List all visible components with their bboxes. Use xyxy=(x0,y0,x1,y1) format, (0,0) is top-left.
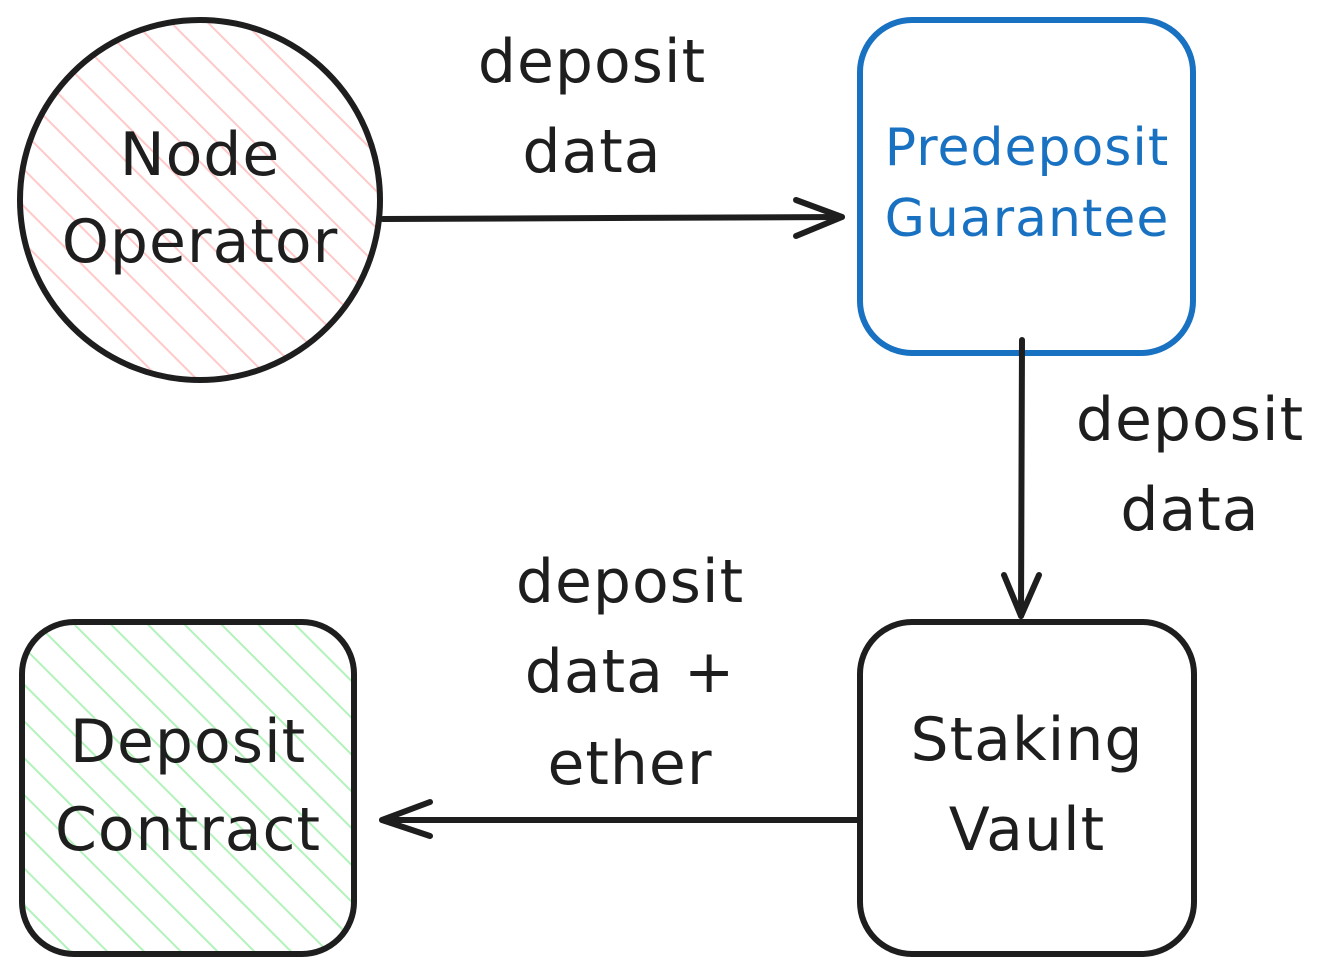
edge-guarantee-to-vault-label-line-2: data xyxy=(1120,475,1259,545)
deposit-contract-node: Deposit Contract xyxy=(19,619,357,957)
deposit-contract-hatch xyxy=(22,622,354,954)
edge-guarantee-to-vault-label-line-1: deposit xyxy=(1076,385,1304,455)
arrow-operator-to-guarantee-head xyxy=(793,197,845,239)
node-operator-label-line-1: Node xyxy=(120,120,281,190)
edge-vault-to-contract-label-line-1: deposit xyxy=(516,547,744,617)
arrow-guarantee-to-vault: deposit data xyxy=(1001,337,1304,619)
predeposit-guarantee-node: Predeposit Guarantee xyxy=(857,17,1196,356)
staking-vault-box xyxy=(857,619,1197,957)
deposit-contract-box xyxy=(19,619,357,957)
edge-vault-to-contract-label-line-3: ether xyxy=(547,729,712,799)
edge-operator-to-guarantee-label-line-2: data xyxy=(522,117,661,187)
edge-operator-to-guarantee-label-line-1: deposit xyxy=(478,27,706,97)
arrow-guarantee-to-vault-head xyxy=(1001,572,1042,619)
staking-vault-label-line-1: Staking xyxy=(911,705,1144,775)
deposit-contract-label-line-1: Deposit xyxy=(70,707,306,777)
arrow-operator-to-guarantee-line xyxy=(380,214,845,222)
predeposit-guarantee-label-line-1: Predeposit xyxy=(885,118,1169,178)
edge-vault-to-contract-label-line-2: data + xyxy=(525,637,736,707)
staking-vault-node: Staking Vault xyxy=(857,619,1197,957)
deposit-contract-label-line-2: Contract xyxy=(55,795,321,865)
arrow-vault-to-contract: deposit data + ether xyxy=(379,547,861,839)
node-operator-node: Node Operator xyxy=(17,17,383,383)
predeposit-guarantee-box xyxy=(857,17,1196,356)
predeposit-guarantee-label-line-2: Guarantee xyxy=(885,189,1170,249)
node-operator-circle xyxy=(17,17,383,383)
node-operator-label-line-2: Operator xyxy=(62,207,339,277)
arrow-vault-to-contract-head xyxy=(379,799,433,839)
arrow-guarantee-to-vault-line xyxy=(1018,337,1025,619)
arrow-operator-to-guarantee: deposit data xyxy=(380,27,845,239)
staking-vault-label-line-2: Vault xyxy=(949,795,1105,865)
node-operator-hatch xyxy=(22,22,378,378)
